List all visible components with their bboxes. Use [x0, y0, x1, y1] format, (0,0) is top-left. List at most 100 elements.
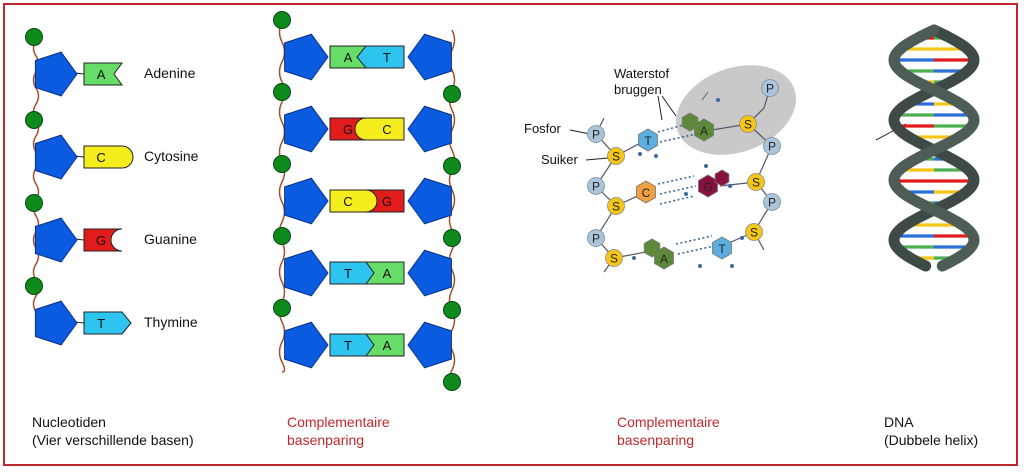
phosphate-ball: [25, 194, 43, 212]
base-a-shape: [365, 333, 405, 357]
sugar-node: S: [747, 173, 765, 191]
base-letter: T: [97, 316, 105, 331]
nucleotide-thymine: T: [25, 277, 132, 346]
node-letter: S: [612, 150, 620, 164]
nucleotide-name-guanine: Guanine: [144, 231, 197, 247]
right-sugar-pentagon: [407, 177, 452, 225]
caption-nucleotides-line1: Nucleotiden: [32, 414, 106, 430]
left-sugar-pentagon: [284, 249, 329, 297]
base-letter: A: [383, 266, 392, 281]
base-c-shape: [83, 145, 134, 169]
sugar-pentagon: [34, 134, 78, 180]
base-letter: C: [642, 186, 651, 200]
base-letter: C: [96, 150, 105, 165]
nucleotides-panel: A C G T: [25, 28, 134, 346]
caption-molecular-line1: Complementaire: [617, 414, 720, 430]
right-phosphate-ball: [443, 157, 461, 175]
base-letter: G: [703, 180, 712, 194]
base-g-shape: [83, 228, 123, 252]
nucleotide-cytosine: C: [25, 111, 134, 180]
left-phosphate-ball: [273, 11, 291, 29]
base-a: A: [83, 62, 123, 86]
right-sugar-pentagon: [407, 33, 452, 81]
left-sugar-pentagon: [284, 177, 329, 225]
node-letter: S: [612, 200, 620, 214]
node-letter: S: [750, 226, 758, 240]
right-phosphate-ball: [443, 229, 461, 247]
base-letter: A: [660, 252, 668, 266]
phosphate-node: P: [763, 193, 781, 211]
sugar-node: S: [605, 249, 623, 267]
label-pointers: [569, 95, 677, 161]
base-t-shape: [356, 45, 405, 69]
right-phosphate-ball: [443, 301, 461, 319]
sugar-node: S: [607, 197, 625, 215]
base-letter: A: [344, 50, 353, 65]
caption-ladder-line1: Complementaire: [287, 414, 390, 430]
nucleotide-guanine: G: [25, 194, 123, 263]
caption-nucleotides: Nucleotiden (Vier verschillende basen): [32, 413, 194, 449]
nucleotide-name-thymine: Thymine: [144, 314, 198, 330]
base-letter: T: [383, 50, 391, 65]
label-hydrogen-bonds: Waterstof bruggen: [614, 66, 669, 98]
right-sugar-pentagon: [407, 249, 452, 297]
node-letter: S: [752, 176, 760, 190]
left-phosphate-ball: [273, 83, 291, 101]
sugar-node: S: [607, 147, 625, 165]
molecular-base-c: C: [636, 180, 656, 204]
left-phosphate-ball: [273, 155, 291, 173]
right-base: C: [354, 117, 405, 141]
phosphate-ball: [25, 28, 43, 46]
left-sugar-pentagon: [284, 33, 329, 81]
right-base: G: [365, 189, 405, 213]
base-letter: T: [344, 338, 352, 353]
label-sugar: Suiker: [541, 152, 578, 167]
base-letter: A: [700, 124, 708, 138]
node-letter: S: [744, 118, 752, 132]
base-letter: A: [383, 338, 392, 353]
base-t: T: [83, 311, 132, 335]
left-backbone: [278, 21, 286, 373]
sugar-pentagon: [34, 217, 78, 263]
node-letter: P: [768, 140, 776, 154]
right-sugar-pentagon: [407, 321, 452, 369]
base-a-shape: [365, 261, 405, 285]
sugar-pentagon: [34, 51, 78, 97]
left-sugar-pentagon: [284, 321, 329, 369]
label-phosphate: Fosfor: [524, 121, 561, 136]
sugar-pentagon: [34, 300, 78, 346]
molecular-base-a: A: [681, 112, 714, 142]
label-hydrogen-bonds-line1: Waterstof: [614, 66, 670, 81]
label-hydrogen-bonds-line2: bruggen: [614, 82, 662, 97]
molecular-base-t2: T: [712, 236, 732, 260]
base-a-shape: [83, 62, 123, 86]
shade-pointer: [701, 91, 709, 101]
phosphate-node: P: [761, 79, 779, 97]
right-sugar-pentagon: [407, 105, 452, 153]
left-phosphate-ball: [273, 227, 291, 245]
caption-molecular-line2: basenparing: [617, 432, 695, 448]
left-phosphate-ball: [273, 299, 291, 317]
base-letter: C: [382, 122, 391, 137]
base-letter: T: [718, 242, 726, 256]
base-letter: A: [97, 67, 106, 82]
base-g-shape: [365, 189, 405, 213]
caption-helix-line1: DNA: [884, 414, 914, 430]
helix-panel: [875, 24, 980, 272]
highlight-shade: [675, 65, 797, 155]
base-t-shape: [83, 311, 132, 335]
caption-molecular: Complementaire basenparing: [617, 413, 720, 449]
node-letter: S: [610, 252, 618, 266]
diagram-frame: [3, 3, 1018, 466]
nucleotide-adenine: A: [25, 28, 123, 97]
base-letter: G: [343, 122, 353, 137]
sugar-node: S: [745, 223, 763, 241]
base-letter: G: [96, 233, 106, 248]
